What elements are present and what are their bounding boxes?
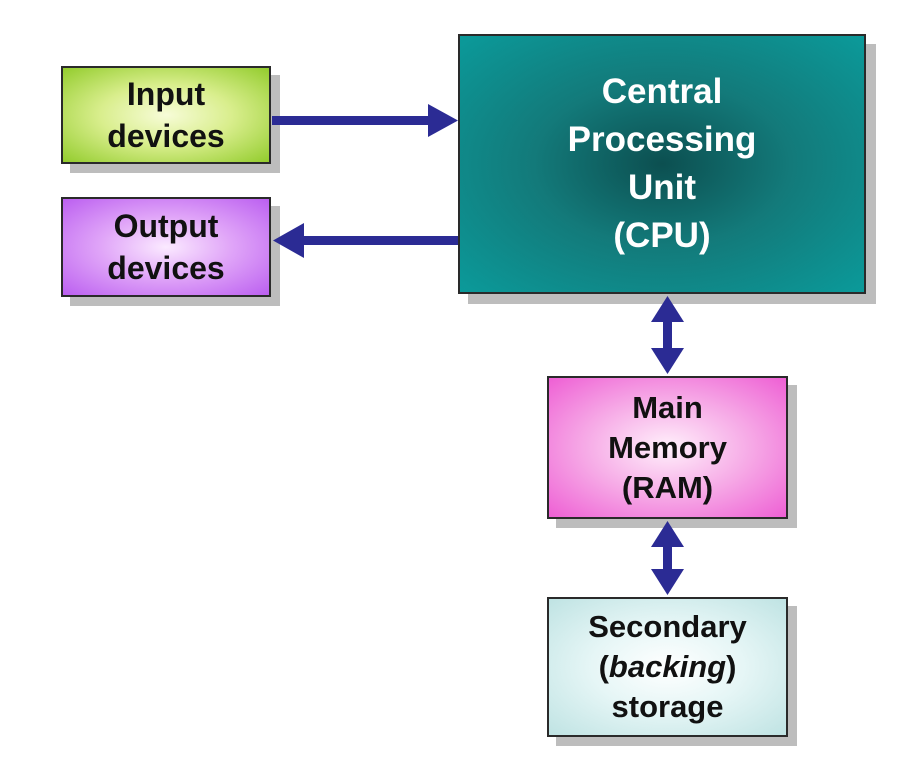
arrow-input-to-cpu bbox=[272, 104, 458, 137]
input-devices-box: Input devices bbox=[61, 66, 271, 164]
arrow-cpu-ram-bidirectional bbox=[651, 296, 684, 374]
output-devices-label-line2: devices bbox=[107, 250, 225, 286]
cpu-label-line2: Processing bbox=[567, 120, 757, 159]
output-devices-box: Output devices bbox=[61, 197, 271, 297]
storage-label-line2: (backing) bbox=[599, 647, 737, 687]
storage-paren-open: ( bbox=[598, 649, 609, 684]
cpu-label-line1: Central bbox=[601, 72, 723, 111]
cpu-label-line3: Unit bbox=[627, 168, 697, 207]
arrow-cpu-to-output bbox=[273, 223, 458, 258]
ram-label-line3: (RAM) bbox=[621, 469, 714, 505]
storage-label-line1: Secondary bbox=[588, 609, 747, 644]
storage-paren-close: ) bbox=[726, 649, 737, 684]
arrow-ram-storage-bidirectional bbox=[651, 521, 684, 595]
ram-label-line2: Memory bbox=[608, 429, 727, 465]
secondary-storage-box: Secondary (backing) storage bbox=[547, 597, 788, 737]
storage-label-line3: storage bbox=[611, 689, 724, 724]
ram-label-line1: Main bbox=[632, 389, 703, 425]
input-devices-label-line2: devices bbox=[107, 118, 225, 154]
input-devices-label-line1: Input bbox=[126, 76, 206, 112]
storage-italic-word: backing bbox=[608, 649, 727, 684]
main-memory-box: Main Memory (RAM) bbox=[547, 376, 788, 519]
cpu-label-line4: (CPU) bbox=[613, 216, 711, 255]
output-devices-label-line1: Output bbox=[113, 208, 219, 244]
cpu-box: Central Processing Unit (CPU) bbox=[458, 34, 866, 294]
